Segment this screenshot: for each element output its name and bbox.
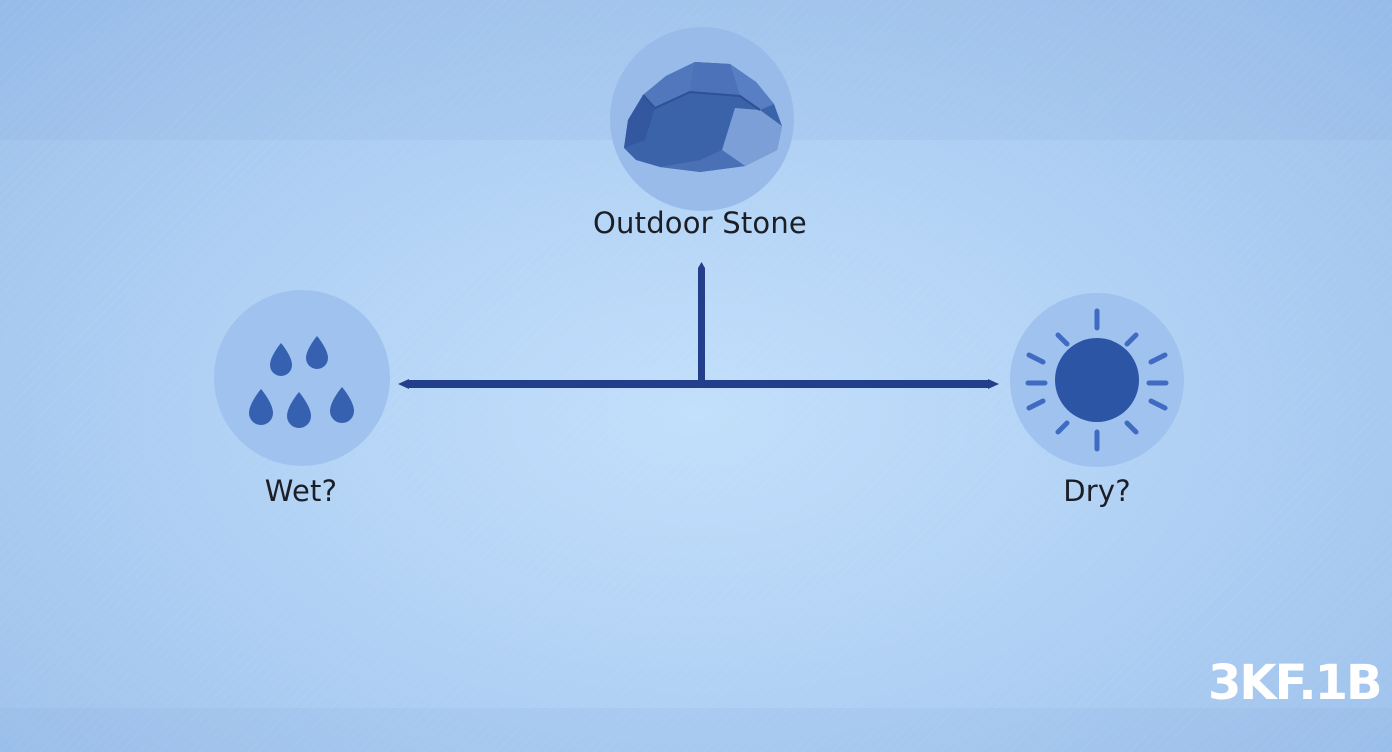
- watermark-logo: 3KF.1B: [1208, 655, 1383, 711]
- outdoor-stone-label: Outdoor Stone: [593, 206, 807, 240]
- horizontal-connector: [408, 380, 990, 388]
- raindrops-icon: [249, 336, 354, 428]
- stone-node: [610, 27, 794, 211]
- sun-rays: [1025, 308, 1169, 452]
- vertical-connector-tip: [698, 262, 705, 268]
- connector-lines: [398, 262, 999, 389]
- sun-icon: [1025, 308, 1169, 452]
- stone-icon: [624, 62, 782, 172]
- wet-label: Wet?: [264, 474, 338, 508]
- sun-core: [1055, 338, 1139, 422]
- wet-node: [214, 290, 390, 466]
- dry-label: Dry?: [1063, 474, 1131, 508]
- vertical-connector: [698, 268, 705, 385]
- wet-node-circle: [214, 290, 390, 466]
- dry-node: [1010, 293, 1184, 467]
- right-arrowhead: [988, 379, 999, 389]
- left-arrowhead: [398, 379, 409, 389]
- bottom-band: [0, 708, 1392, 752]
